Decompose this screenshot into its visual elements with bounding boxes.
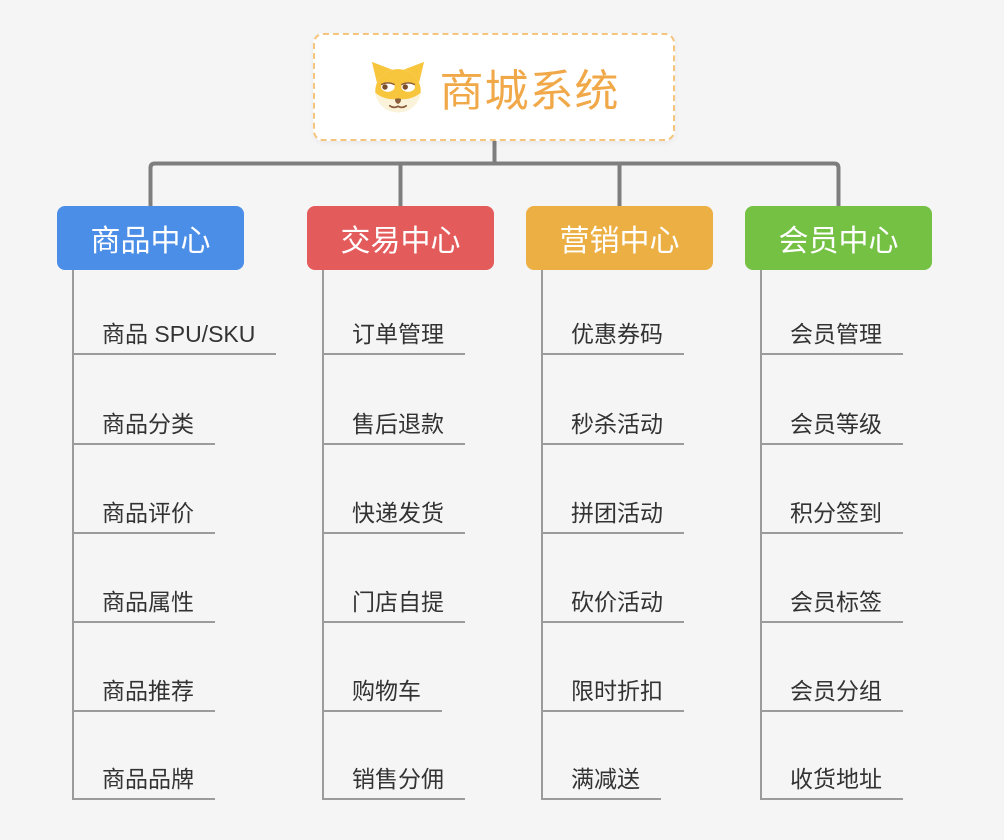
leaf-node[interactable]: 会员管理 [760, 311, 903, 355]
leaf-label: 商品属性 [102, 589, 194, 615]
leaf-label: 销售分佣 [352, 766, 444, 792]
leaf-label: 订单管理 [352, 321, 444, 347]
branch-label: 交易中心 [340, 225, 461, 258]
leaf-label: 限时折扣 [571, 678, 663, 704]
branch-spine-line [322, 270, 324, 800]
root-title: 商城系统 [439, 67, 620, 116]
leaf-label: 砍价活动 [571, 589, 663, 615]
leaf-label: 收货地址 [790, 766, 882, 792]
leaf-label: 商品分类 [102, 411, 194, 437]
leaf-node[interactable]: 会员标签 [760, 579, 903, 623]
leaf-node[interactable]: 商品评价 [72, 490, 215, 534]
leaf-node[interactable]: 砍价活动 [541, 579, 684, 623]
leaf-node[interactable]: 限时折扣 [541, 668, 684, 712]
branch-spine-line [541, 270, 543, 800]
leaf-label: 商品品牌 [102, 766, 194, 792]
leaf-node[interactable]: 积分签到 [760, 490, 903, 534]
leaf-label: 积分签到 [790, 500, 882, 526]
branch-spine-line [72, 270, 74, 800]
leaf-node[interactable]: 会员分组 [760, 668, 903, 712]
branch-trade-center: 交易中心 订单管理 售后退款 快递发货 门店自提 购物车 销售分佣 [307, 206, 567, 806]
leaf-label: 购物车 [352, 678, 421, 704]
leaf-label: 会员等级 [790, 411, 882, 437]
shiba-dog-face-icon [371, 61, 424, 113]
leaf-label: 会员标签 [790, 589, 882, 615]
branch-member-center: 会员中心 会员管理 会员等级 积分签到 会员标签 会员分组 收货地址 [745, 206, 1004, 806]
leaf-label: 优惠券码 [571, 321, 663, 347]
leaf-label: 商品 SPU/SKU [102, 321, 256, 347]
leaf-node[interactable]: 会员等级 [760, 401, 903, 445]
leaf-node[interactable]: 收货地址 [760, 756, 903, 800]
leaf-node[interactable]: 购物车 [322, 668, 442, 712]
root-node[interactable]: 商城系统 [313, 33, 675, 141]
branch-bracket-line [148, 161, 841, 206]
leaf-label: 门店自提 [352, 589, 444, 615]
leaf-node[interactable]: 门店自提 [322, 579, 465, 623]
branch-header-product[interactable]: 商品中心 [57, 206, 244, 270]
leaf-label: 快递发货 [352, 500, 444, 526]
branch-label: 营销中心 [559, 225, 680, 258]
leaf-node[interactable]: 商品 SPU/SKU [72, 311, 277, 355]
leaf-label: 售后退款 [352, 411, 444, 437]
leaf-node[interactable]: 优惠券码 [541, 311, 684, 355]
leaf-node[interactable]: 快递发货 [322, 490, 465, 534]
leaf-node[interactable]: 商品属性 [72, 579, 215, 623]
leaf-label: 会员分组 [790, 678, 882, 704]
branch-product-center: 商品中心 商品 SPU/SKU 商品分类 商品评价 商品属性 商品推荐 商品品牌 [57, 206, 317, 806]
leaf-node[interactable]: 拼团活动 [541, 490, 684, 534]
branch-spine-line [760, 270, 762, 800]
leaf-node[interactable]: 商品品牌 [72, 756, 215, 800]
branch-header-marketing[interactable]: 营销中心 [526, 206, 713, 270]
leaf-node[interactable]: 销售分佣 [322, 756, 465, 800]
branch-label: 商品中心 [90, 225, 211, 258]
leaf-node[interactable]: 商品推荐 [72, 668, 215, 712]
leaf-node[interactable]: 售后退款 [322, 401, 465, 445]
leaf-node[interactable]: 秒杀活动 [541, 401, 684, 445]
leaf-label: 商品评价 [102, 500, 194, 526]
branch-label: 会员中心 [778, 225, 899, 258]
leaf-label: 会员管理 [790, 321, 882, 347]
leaf-node[interactable]: 满减送 [541, 756, 661, 800]
leaf-node[interactable]: 商品分类 [72, 401, 215, 445]
leaf-node[interactable]: 订单管理 [322, 311, 465, 355]
leaf-label: 秒杀活动 [571, 411, 663, 437]
branch-marketing-center: 营销中心 优惠券码 秒杀活动 拼团活动 砍价活动 限时折扣 满减送 [526, 206, 786, 806]
branch-header-member[interactable]: 会员中心 [745, 206, 932, 270]
leaf-label: 拼团活动 [571, 500, 663, 526]
leaf-label: 满减送 [571, 766, 640, 792]
branch-header-trade[interactable]: 交易中心 [307, 206, 494, 270]
leaf-label: 商品推荐 [102, 678, 194, 704]
